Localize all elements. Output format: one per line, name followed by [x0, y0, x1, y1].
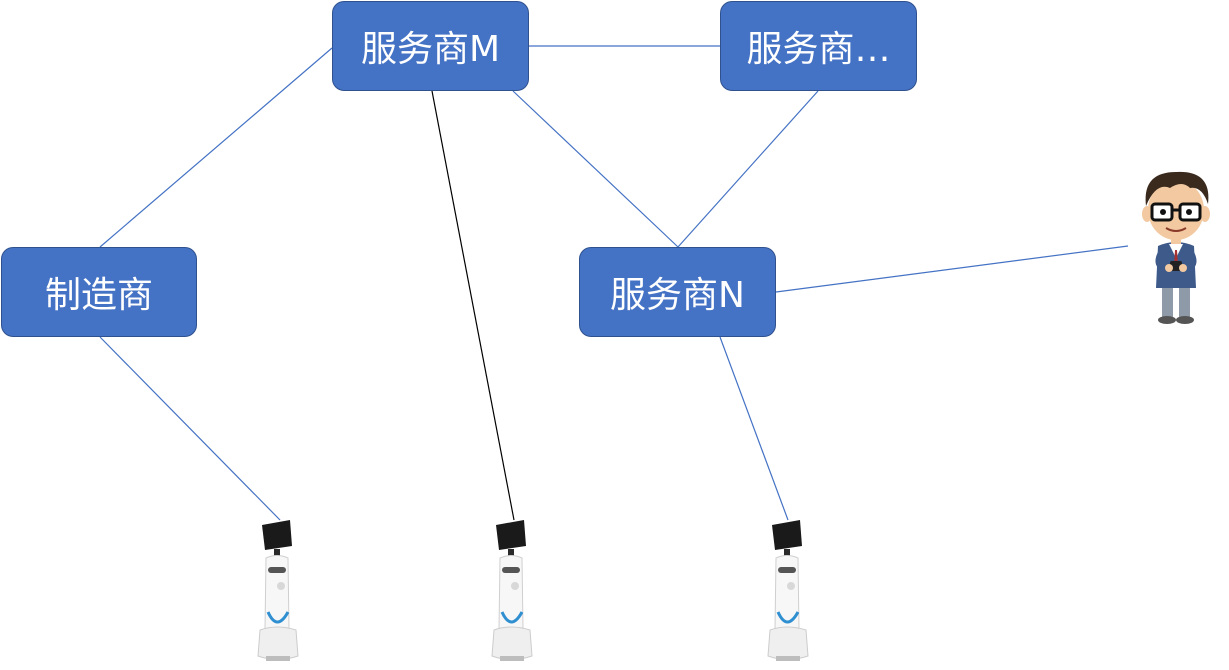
manufacturer-node[interactable]: 制造商: [1, 247, 197, 337]
provider-more-label: 服务商…: [746, 29, 891, 70]
edge-manufacturer-provider-m: [99, 47, 333, 248]
edge-provider-m-robot-2: [431, 90, 515, 521]
service-robot-icon: [767, 520, 809, 661]
provider-n-label: 服务商N: [610, 275, 745, 316]
provider-more-node[interactable]: 服务商…: [720, 1, 917, 91]
edge-provider-m-provider-n: [512, 90, 679, 248]
service-robot-icon: [257, 520, 299, 661]
service-robot-icon: [491, 520, 533, 661]
provider-m-node[interactable]: 服务商M: [332, 1, 529, 91]
edge-provider-n-user: [775, 245, 1129, 293]
edge-manufacturer-robot-1: [99, 336, 281, 521]
person-user-icon: [1142, 171, 1210, 324]
edge-provider-more-provider-n: [677, 90, 819, 248]
edge-provider-n-robot-3: [719, 336, 789, 521]
provider-n-node[interactable]: 服务商N: [579, 247, 776, 337]
manufacturer-label: 制造商: [44, 275, 153, 316]
provider-m-label: 服务商M: [360, 29, 501, 70]
